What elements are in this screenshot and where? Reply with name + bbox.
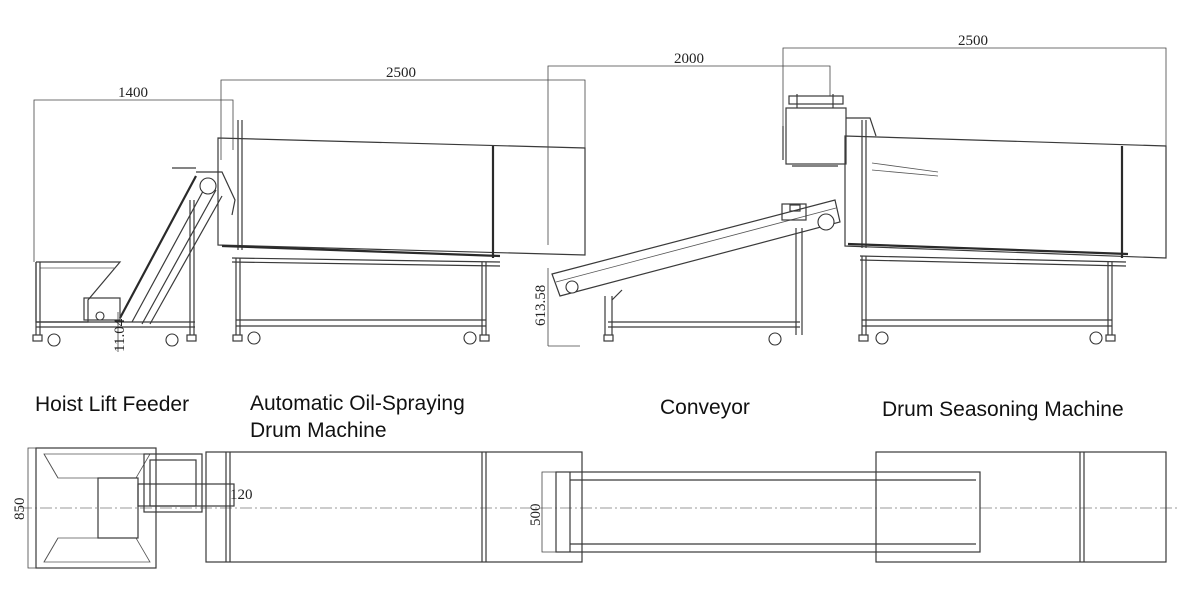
side-view-dimensions: 1400 2500 2000 2500 613.58 11.04 — [33, 33, 1167, 352]
dim-oil-drum-length: 2500 — [386, 65, 416, 81]
caption-hoist-lift-feeder: Hoist Lift Feeder — [35, 393, 190, 416]
dim-hoist-length: 1400 — [118, 85, 148, 101]
top-view-dimensions: 850 120 500 — [12, 447, 556, 569]
dim-small-offset: 120 — [230, 487, 253, 503]
dim-seasoning-length: 2500 — [958, 33, 988, 49]
seasoning-drum-side-view — [782, 94, 1167, 345]
conveyor-side-view — [551, 199, 841, 346]
dim-hoist-height: 11.04 — [112, 318, 128, 352]
top-view — [20, 447, 1180, 569]
dim-conveyor-length: 2000 — [674, 51, 704, 67]
hoist-lift-feeder-side-view — [32, 167, 236, 347]
dim-conveyor-height: 613.58 — [533, 285, 549, 326]
caption-conveyor: Conveyor — [660, 396, 750, 419]
oil-spraying-drum-side-view — [217, 120, 586, 345]
dim-hoist-width: 850 — [12, 498, 28, 521]
caption-oil-spraying-line2: Drum Machine — [250, 419, 387, 442]
caption-oil-spraying-line1: Automatic Oil-Spraying — [250, 392, 465, 415]
dim-conveyor-width: 500 — [528, 504, 544, 527]
caption-drum-seasoning-machine: Drum Seasoning Machine — [882, 398, 1124, 421]
